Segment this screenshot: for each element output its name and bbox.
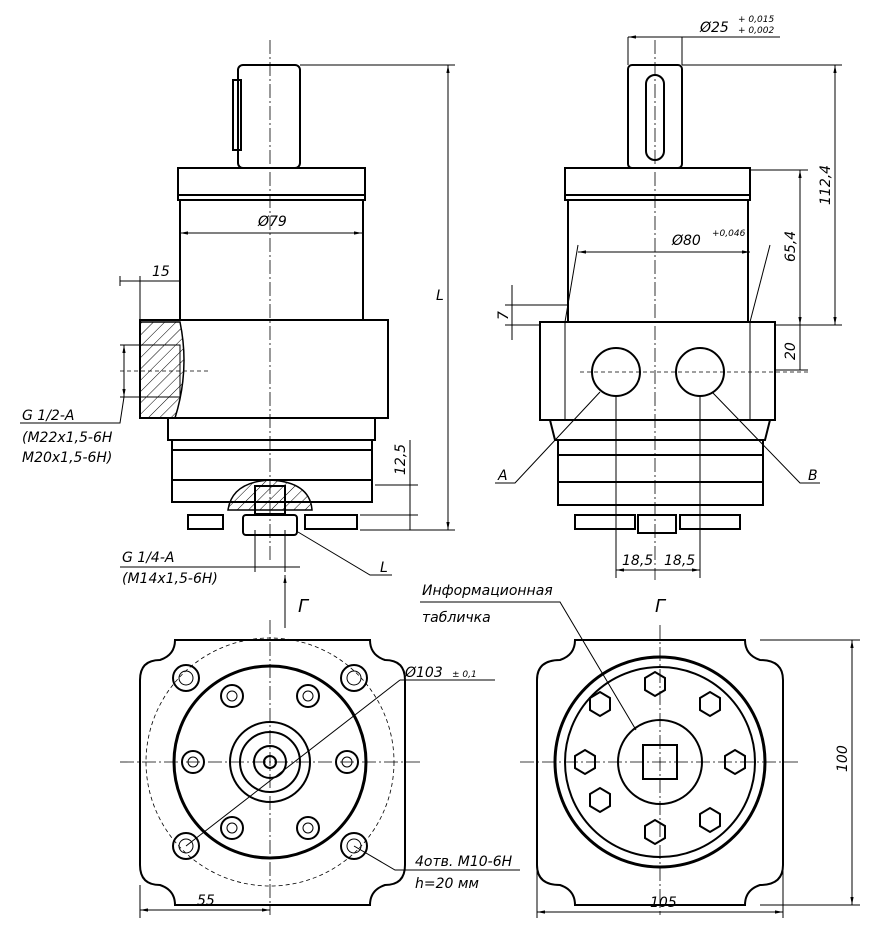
bolt-flange	[172, 664, 368, 860]
drain-plug	[242, 514, 298, 536]
dim-bolt-circle: Ø103	[404, 665, 443, 681]
hex-bolts	[574, 670, 746, 846]
port-b-label: B	[808, 468, 818, 484]
dim-port-right: 18,5	[664, 553, 695, 569]
dim-pilot-height: 7	[496, 311, 512, 320]
bolt-circle-tol: ± 0,1	[452, 670, 477, 680]
drain-section	[227, 479, 313, 511]
port-housing	[139, 319, 389, 419]
rear-plate	[536, 639, 784, 906]
drain-thread: G 1/4-A	[122, 550, 174, 566]
port-a-label: A	[497, 468, 508, 484]
port-thread-alt1: (M22x1,5-6H	[22, 430, 113, 446]
flange-view: Ø103 ± 0,1 4отв. M10-6H h=20 мм 55	[120, 620, 520, 918]
bolt-head	[187, 514, 224, 530]
dim-drain-height: 12,5	[393, 444, 409, 475]
shaft-key	[232, 79, 242, 151]
shaft-keyway	[645, 74, 665, 161]
drain-label: L	[380, 560, 388, 576]
dim-total-height: 112,4	[818, 165, 834, 205]
port-thread: G 1/2-A	[22, 408, 74, 424]
port-thread-alt2: M20x1,5-6H)	[22, 450, 112, 466]
nameplate-line1: Информационная	[422, 583, 553, 599]
flange-plate	[139, 639, 406, 906]
shaft	[237, 64, 301, 169]
shaft-tol-upper: + 0,015	[738, 15, 774, 25]
pilot-tol: +0,046	[712, 229, 746, 239]
dim-shaft-height: 65,4	[783, 231, 799, 262]
front-view: Ø25 + 0,015 + 0,002 Ø80 +0,046 112,4 65,…	[495, 15, 842, 580]
holes-depth: h=20 мм	[415, 876, 479, 892]
dim-width: 105	[650, 895, 677, 911]
dim-offset: 55	[197, 893, 215, 909]
dim-height: 100	[835, 745, 851, 772]
shaft-tol-lower: + 0,002	[738, 26, 774, 36]
bolt-holes	[172, 664, 368, 860]
holes-note: 4отв. M10-6H	[415, 854, 513, 870]
rear-view: Г Информационная табличка 100 105	[420, 583, 860, 918]
side-view: Ø79 15 G 1/2-A (M22x1,5-6H M20x1,5-6H) L…	[20, 40, 455, 628]
dim-port-height: 20	[783, 342, 799, 360]
dim-shaft-diameter: Ø25	[699, 20, 729, 36]
dim-body-diameter: Ø79	[257, 214, 287, 230]
body	[179, 199, 364, 321]
view-label: Г	[655, 596, 667, 617]
port-section	[139, 321, 185, 419]
dim-pilot-diameter: Ø80	[671, 233, 701, 249]
nameplate-line2: табличка	[422, 610, 491, 626]
dim-port-left: 18,5	[622, 553, 653, 569]
dim-port-offset: 15	[152, 264, 170, 280]
view-arrow-label: Г	[298, 596, 310, 617]
bolt-head	[304, 514, 358, 530]
dim-length: L	[436, 288, 444, 304]
drain-thread-alt: (M14x1,5-6H)	[122, 571, 218, 587]
port-housing	[539, 321, 776, 421]
center-nut	[642, 744, 678, 780]
body	[567, 199, 749, 323]
